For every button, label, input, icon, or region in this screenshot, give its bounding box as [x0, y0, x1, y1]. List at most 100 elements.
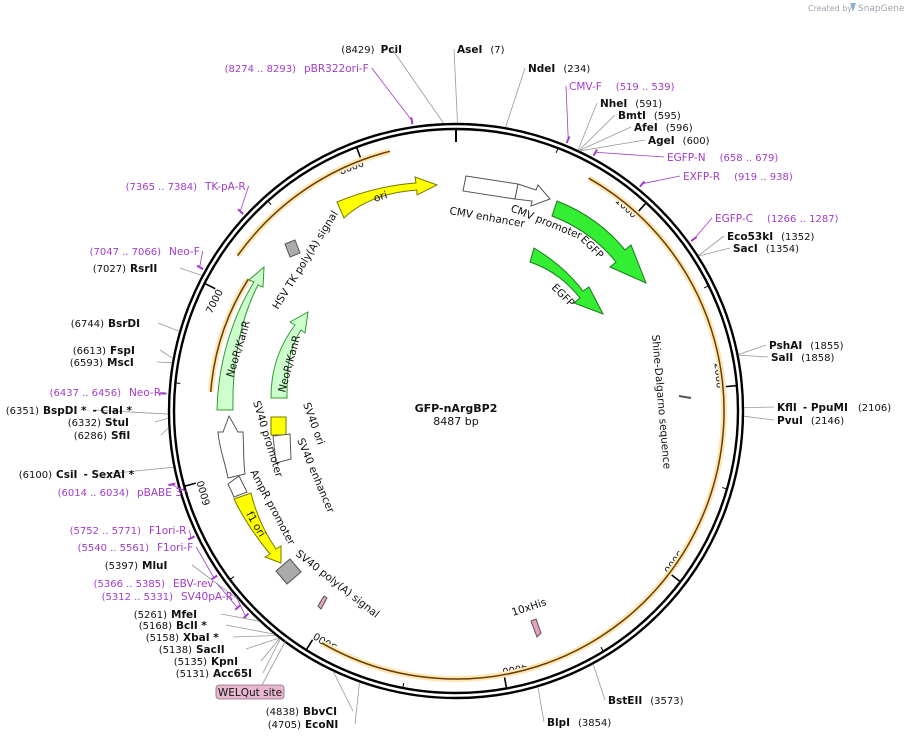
enzyme-site[interactable]: (6332)StuI [68, 417, 129, 429]
primer-mark [196, 264, 204, 270]
enzyme-site[interactable]: (5158)XbaI * [146, 632, 220, 644]
enzyme-site[interactable]: SacI(1354) [733, 243, 799, 255]
enzyme-position: (5261) [134, 610, 167, 621]
enzyme-leader [220, 613, 260, 622]
primer-site[interactable]: pBR322ori-F(8274 .. 8293) [225, 63, 369, 75]
primer-site[interactable]: F1ori-F(5540 .. 5561) [78, 542, 194, 554]
enzyme-site[interactable]: AgeI(600) [648, 135, 710, 147]
enzyme-site[interactable]: (7027)RsrII [93, 263, 158, 275]
enzyme-site[interactable]: PvuI(2146) [777, 415, 844, 427]
ring-tick [355, 146, 362, 159]
enzyme-site[interactable]: (5135)KpnI [174, 656, 238, 668]
primer-position: (7047 .. 7066) [90, 247, 162, 258]
enzyme-site[interactable]: PciI(8429) [341, 44, 402, 56]
enzyme-site[interactable]: (4705)EcoNI [268, 719, 339, 731]
enzyme-site[interactable]: KflI- PpuMI(2106) [777, 402, 891, 414]
enzyme-site[interactable]: (6613)FspI [73, 345, 135, 357]
ring-minor-tick [229, 576, 235, 580]
primer-position: (5366 .. 5385) [94, 579, 166, 590]
primer-mark [210, 574, 218, 581]
enzyme-site[interactable]: (5397)MluI [105, 560, 168, 572]
snapgene-logo-icon [850, 3, 856, 12]
feature-egfp-inner[interactable]: EGFP [529, 247, 605, 315]
primer-site[interactable]: EBV-rev(5366 .. 5385) [94, 578, 214, 590]
enzyme-name: NheI [600, 98, 627, 110]
feature-sv40-polya[interactable]: SV40 poly(A) signal [275, 548, 381, 621]
enzyme-name: XbaI * [183, 632, 219, 644]
enzyme-name: BsrDI [108, 318, 140, 330]
enzyme-position: (3573) [650, 696, 683, 707]
enzyme-site[interactable]: BstEII (3573) [608, 695, 684, 707]
enzyme-site[interactable]: PshAI(1855) [769, 340, 844, 352]
primer-site[interactable]: Neo-F(7047 .. 7066) [90, 246, 200, 258]
enzyme-site[interactable]: BmtI(595) [618, 110, 681, 122]
enzyme-site[interactable]: NheI(591) [600, 98, 662, 110]
enzyme-leader [592, 664, 606, 701]
sv40-polya-label: SV40 poly(A) signal [293, 548, 381, 621]
enzyme-position: (595) [654, 111, 681, 122]
feature-his-tag[interactable]: 10xHis [510, 596, 548, 638]
ring-tick [204, 282, 216, 290]
enzyme-position: (4838) [266, 707, 299, 718]
enzyme-name: Eco53kI [727, 231, 773, 243]
primer-mark [187, 535, 195, 541]
enzyme-position: (7) [490, 45, 504, 56]
enzyme-site[interactable]: (6100)CsiI- SexAI * [19, 469, 135, 481]
feature-shine-dalgarno[interactable]: Shine-Dalgarno sequence [649, 334, 692, 470]
enzyme-site[interactable]: (5131)Acc65I [176, 668, 252, 680]
enzyme-site[interactable]: (5261)MfeI [134, 609, 197, 621]
primer-site[interactable]: F1ori-R(5752 .. 5771) [70, 525, 187, 537]
enzyme-site[interactable]: Eco53kI(1352) [727, 231, 814, 243]
enzyme-name: PvuI [777, 415, 803, 427]
primer-site[interactable]: Neo-R(6437 .. 6456) [50, 387, 161, 399]
enzyme-site[interactable]: AseI(7) [457, 44, 505, 56]
welqut-site[interactable]: WELQut site [215, 684, 285, 700]
primer-site[interactable]: SV40pA-R(5312 .. 5331) [102, 591, 233, 603]
enzyme-name: PciI [381, 44, 402, 56]
enzyme-position: (2106) [858, 403, 891, 414]
feature-ori[interactable]: ori [336, 176, 439, 219]
enzyme-site[interactable]: (6351)BspDI *- ClaI * [6, 405, 133, 417]
enzyme-site[interactable]: (4838)BbvCI [266, 706, 337, 718]
enzyme-position: (5138) [159, 645, 192, 656]
primer-site[interactable]: EGFP-N(658 .. 679) [667, 152, 778, 164]
primer-name: CMV-F [569, 81, 602, 93]
enzyme-site[interactable]: (6744)BsrDI [71, 318, 140, 330]
enzyme-site[interactable]: (5138)SacII [159, 644, 225, 656]
enzyme-leader [738, 344, 767, 355]
enzyme-site[interactable]: SalI(1858) [771, 352, 835, 364]
feature-neo-inner[interactable]: NeoR/KanR [270, 311, 309, 399]
enzyme-name: BstEII [608, 695, 642, 707]
enzyme-leader [191, 564, 240, 601]
primer-site[interactable]: TK-pA-R(7365 .. 7384) [126, 181, 246, 193]
ring-minor-tick [703, 285, 709, 289]
primer-leader [199, 250, 204, 268]
enzyme-leader [578, 114, 616, 151]
ring-tick-label: 7000 [204, 288, 225, 316]
primer-leader [171, 484, 188, 493]
enzyme-site[interactable]: (5168)BclI * [139, 620, 208, 632]
primer-site[interactable]: CMV-F(519 .. 539) [569, 81, 675, 93]
welqut-label: WELQut site [218, 687, 282, 699]
enzyme-name: AgeI [648, 135, 675, 147]
feature-hsv-tk-polya[interactable]: HSV TK poly(A) signal [270, 209, 340, 312]
enzyme-site[interactable]: AfeI(596) [634, 122, 693, 134]
shine-dalgarno-label: Shine-Dalgarno sequence [649, 334, 673, 469]
enzyme-leader [105, 466, 174, 475]
enzyme-site[interactable]: BlpI(3854) [547, 717, 611, 729]
enzyme-site[interactable]: (6593)MscI [70, 357, 134, 369]
enzyme-site[interactable]: (6286)SfiI [74, 430, 131, 442]
primer-position: (5540 .. 5561) [78, 543, 150, 554]
primer-position: (658 .. 679) [720, 153, 779, 164]
primer-site[interactable]: EGFP-C(1266 .. 1287) [715, 213, 839, 225]
primer-mark [234, 604, 242, 611]
primer-position: (8274 .. 8293) [225, 64, 297, 75]
enzyme-position: (6332) [68, 418, 101, 429]
enzyme-site[interactable]: NdeI(234) [528, 63, 590, 75]
enzyme-leader [157, 322, 180, 332]
enzyme-name: BclI * [176, 620, 207, 632]
primer-site[interactable]: EXFP-R(919 .. 938) [683, 171, 793, 183]
snapgene-credit: Created by SnapGene [808, 3, 905, 14]
primer-site[interactable]: pBABE 3'(6014 .. 6034) [58, 487, 185, 499]
